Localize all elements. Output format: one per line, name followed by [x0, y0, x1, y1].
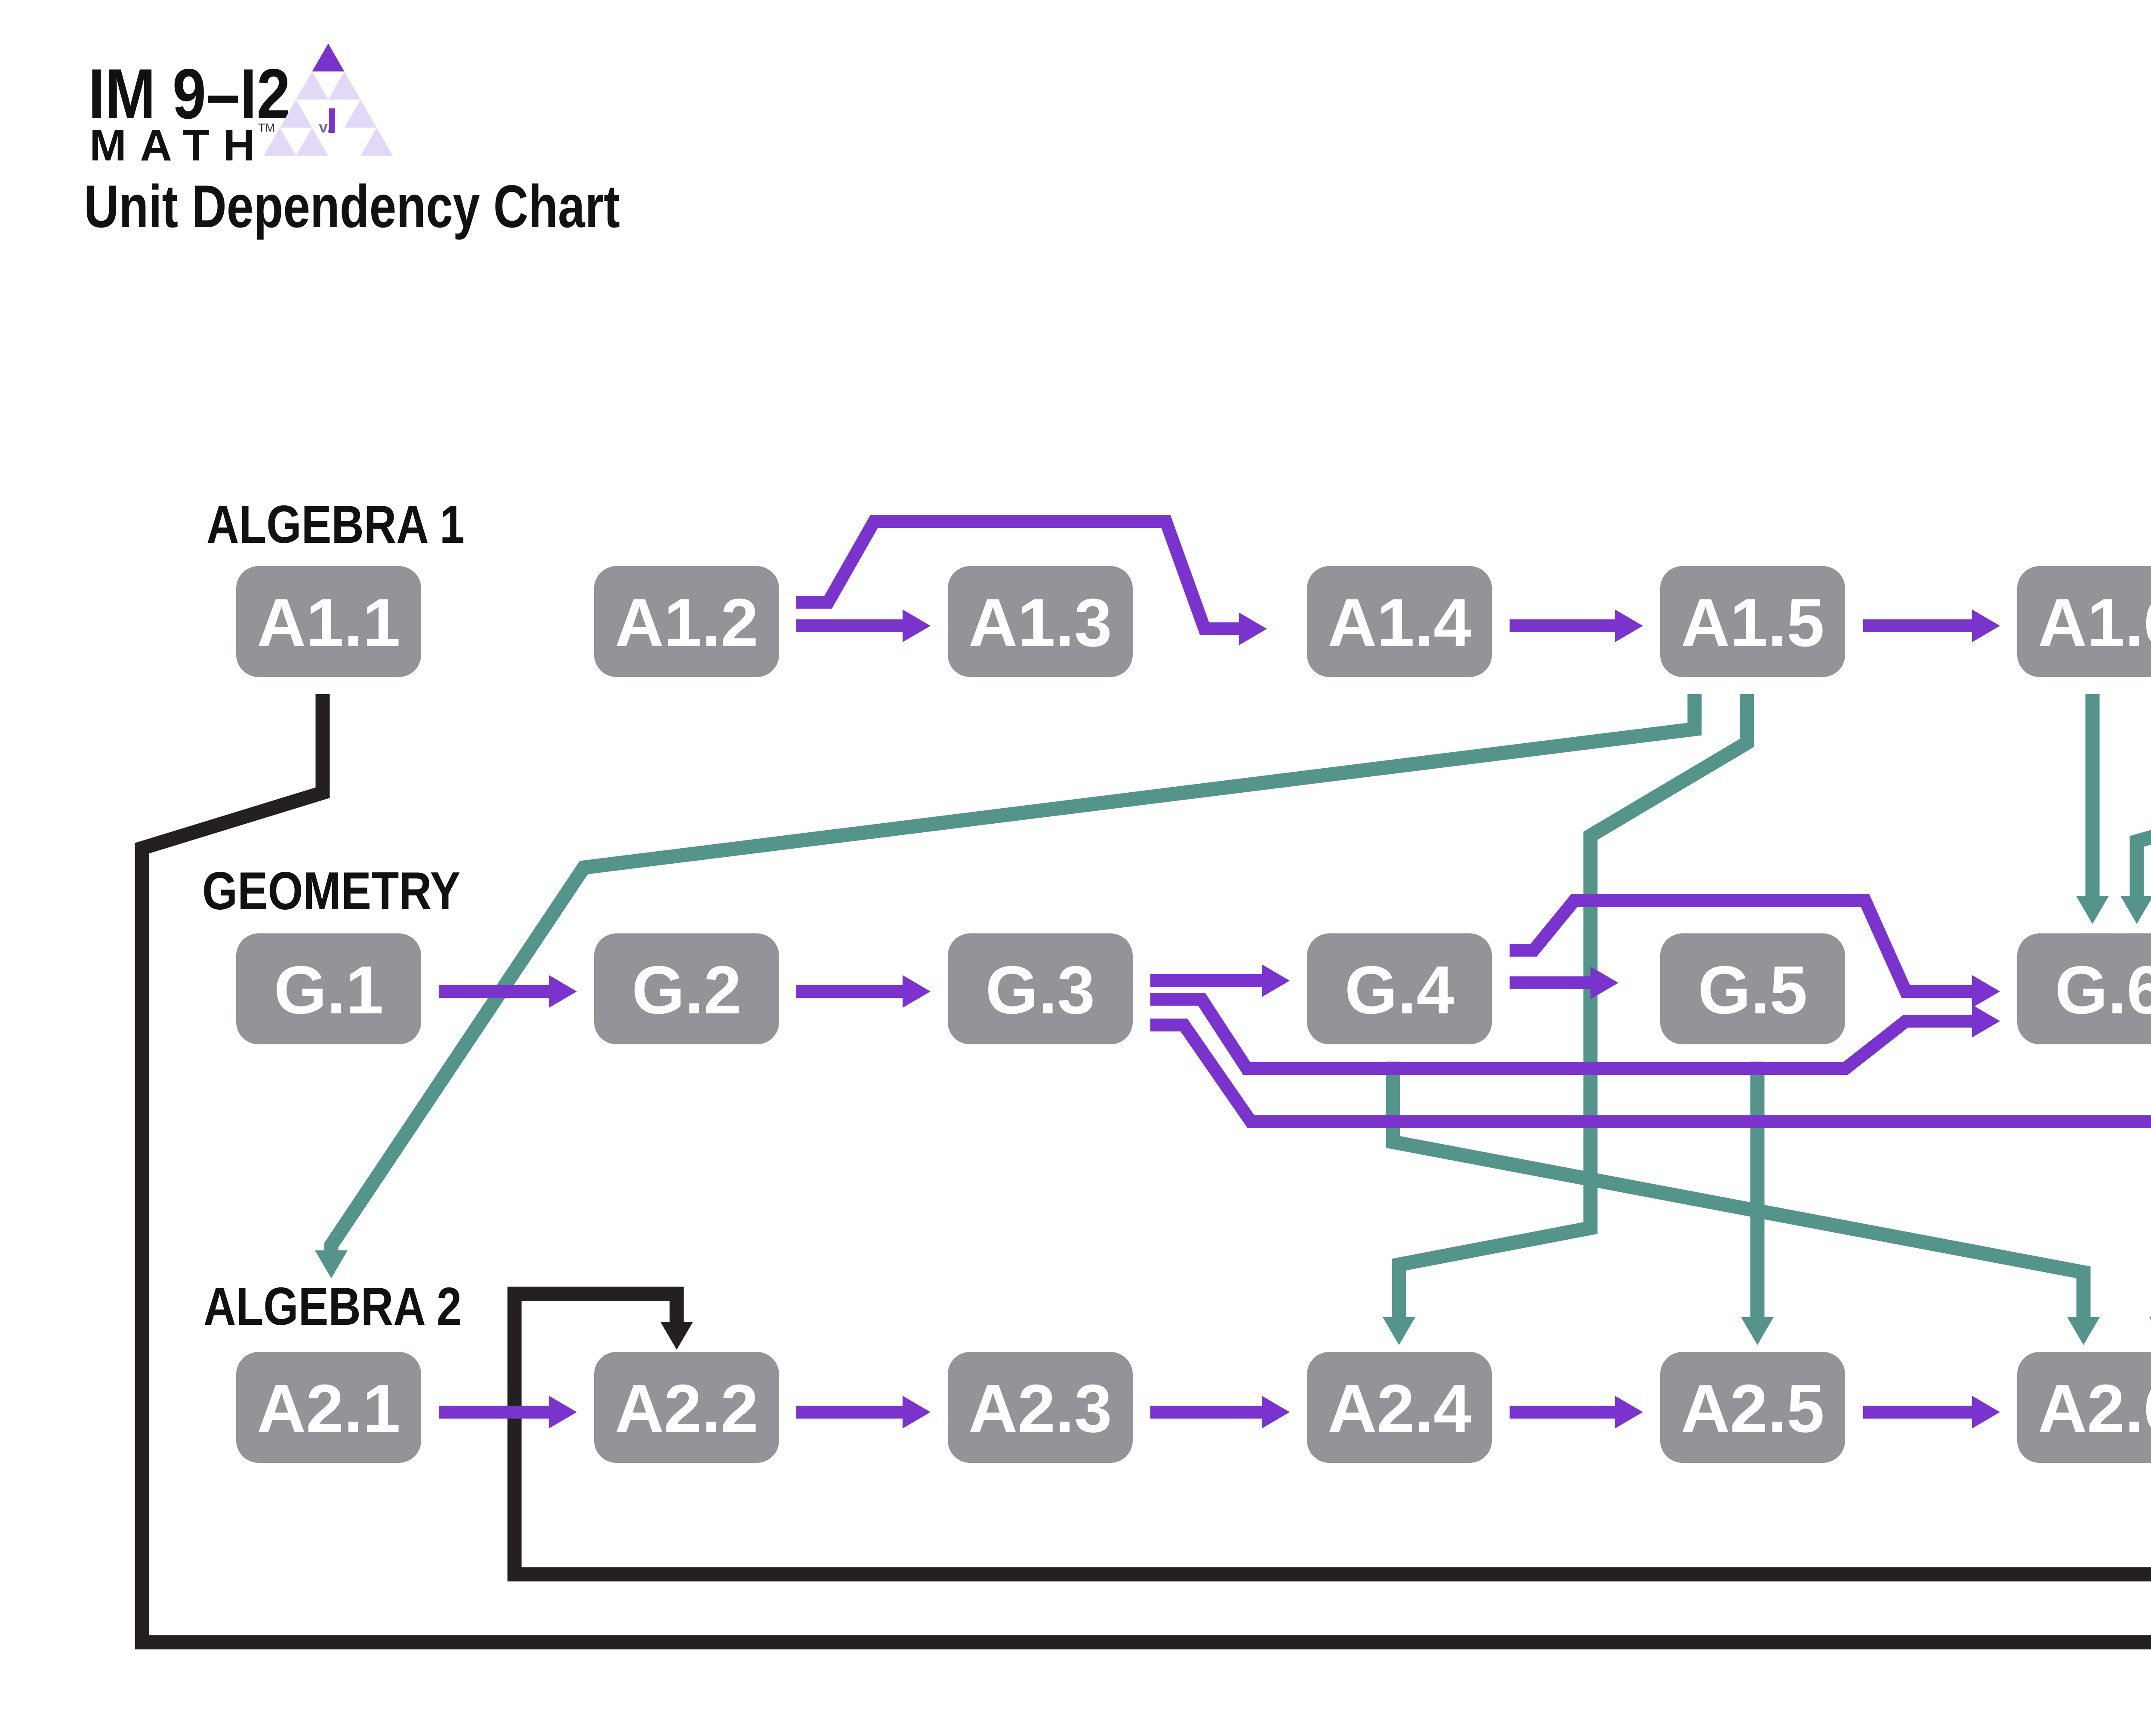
svg-text:A2.2: A2.2	[615, 1371, 758, 1447]
svg-text:ALGEBRA 2: ALGEBRA 2	[203, 1277, 462, 1336]
svg-text:A2.1: A2.1	[257, 1371, 401, 1447]
svg-text:A2.4: A2.4	[1328, 1371, 1471, 1447]
svg-text:G.4: G.4	[1345, 952, 1455, 1028]
svg-text:A1.5: A1.5	[1681, 585, 1824, 661]
svg-text:ALGEBRA 1: ALGEBRA 1	[206, 495, 465, 554]
svg-text:G.5: G.5	[1698, 952, 1808, 1028]
svg-text:TM: TM	[258, 121, 275, 134]
svg-text:A2.6: A2.6	[2038, 1371, 2151, 1447]
svg-text:IM 9–I2: IM 9–I2	[88, 54, 290, 133]
svg-text:G.6: G.6	[2055, 952, 2151, 1028]
svg-text:GEOMETRY: GEOMETRY	[202, 862, 460, 921]
svg-text:A2.5: A2.5	[1681, 1371, 1824, 1447]
svg-text:Unit Dependency Chart: Unit Dependency Chart	[84, 172, 620, 240]
svg-text:A2.3: A2.3	[968, 1371, 1112, 1447]
svg-text:A1.4: A1.4	[1328, 585, 1471, 661]
svg-text:G.2: G.2	[632, 952, 742, 1028]
svg-text:A1.3: A1.3	[968, 585, 1112, 661]
svg-text:G.1: G.1	[274, 952, 384, 1028]
svg-text:A1.1: A1.1	[257, 585, 401, 661]
svg-text:A1.2: A1.2	[615, 585, 758, 661]
svg-text:A1.6: A1.6	[2038, 585, 2151, 661]
svg-text:G.3: G.3	[986, 952, 1095, 1028]
